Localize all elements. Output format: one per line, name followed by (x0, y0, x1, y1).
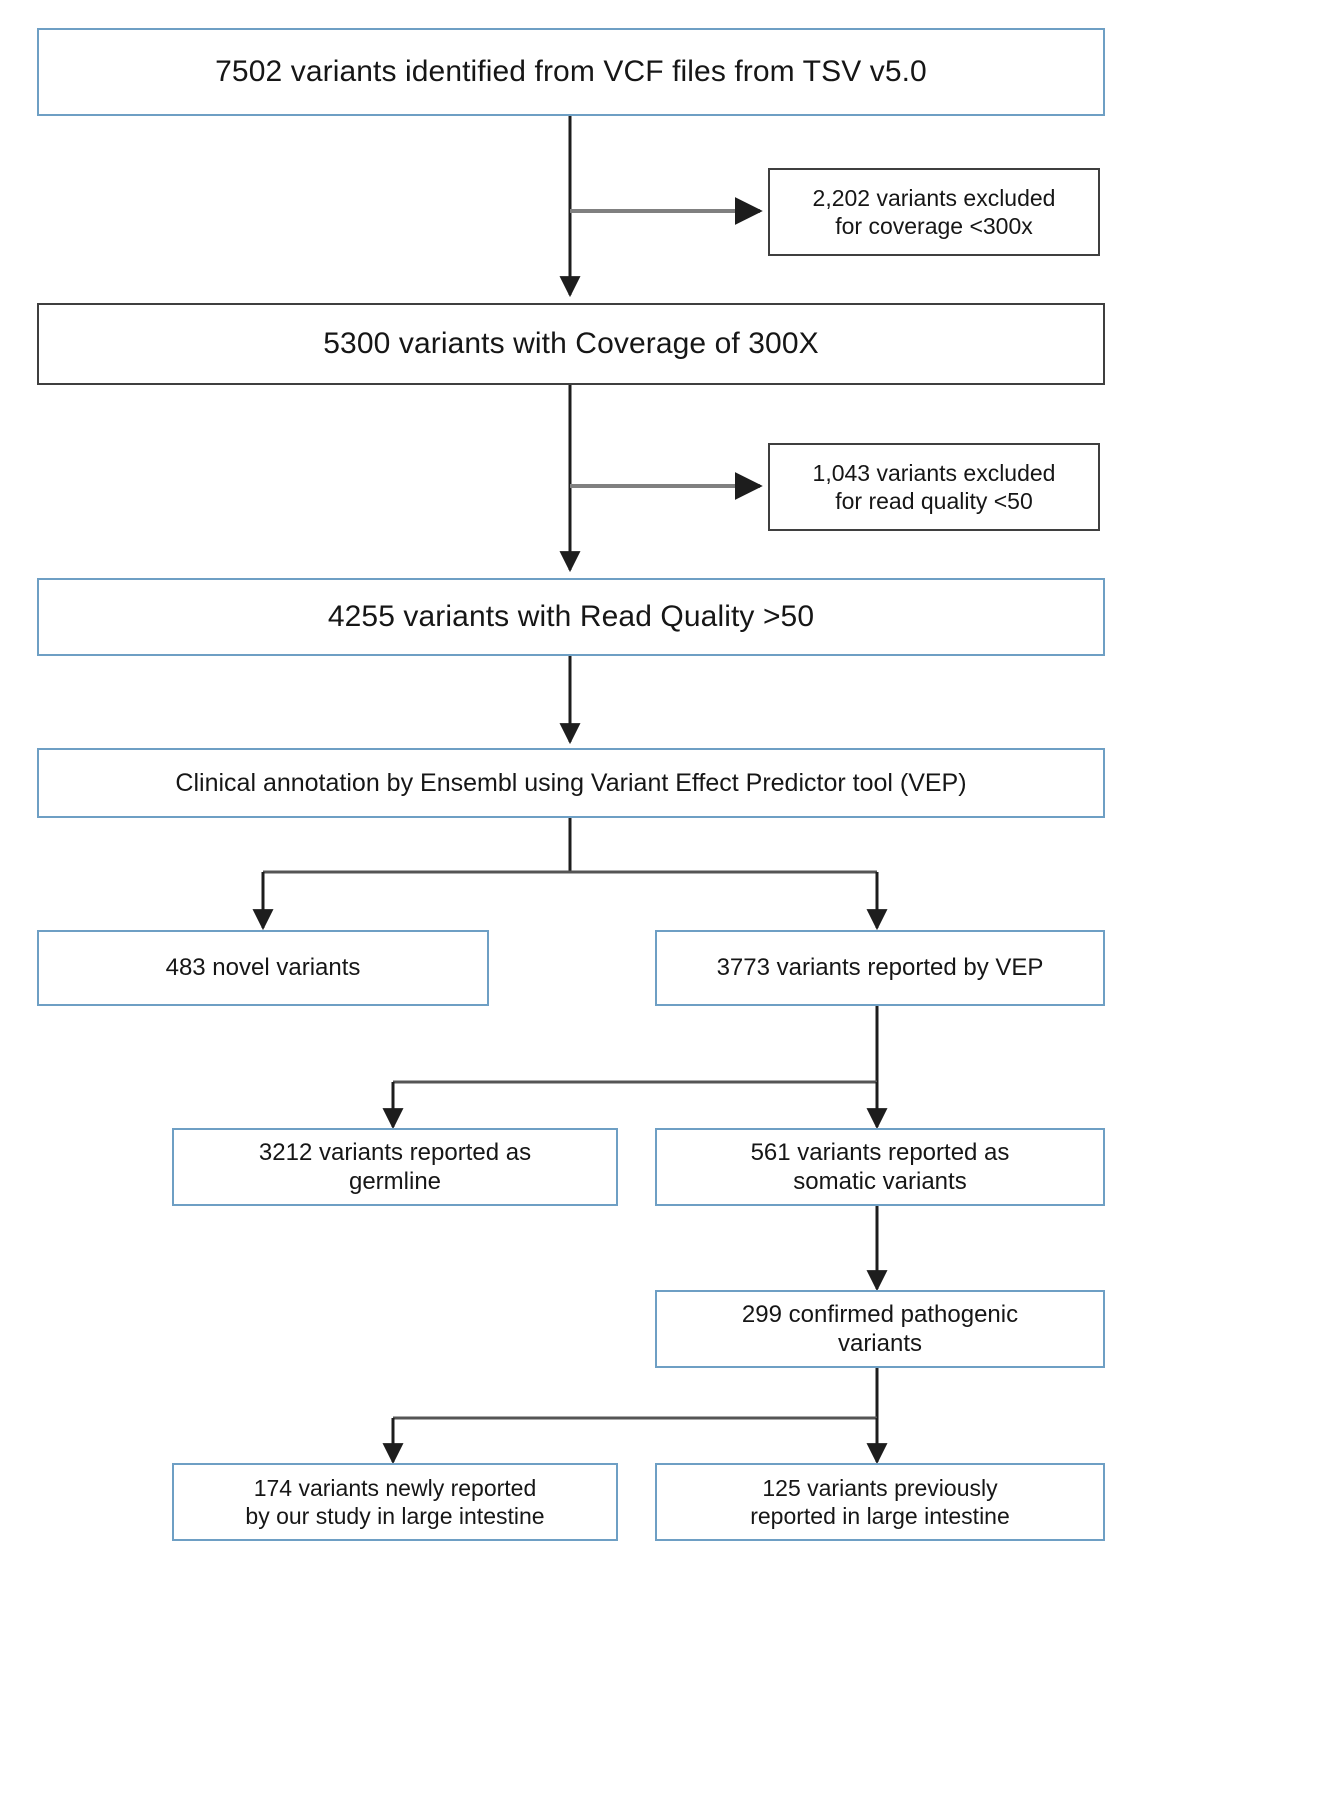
node-pathogenic-variants: 299 confirmed pathogenic variants (655, 1290, 1105, 1368)
node-excluded-read-quality-label: 1,043 variants excluded for read quality… (812, 459, 1056, 514)
node-germline-variants: 3212 variants reported as germline (172, 1128, 618, 1206)
node-previously-reported: 125 variants previously reported in larg… (655, 1463, 1105, 1541)
node-coverage-300x-label: 5300 variants with Coverage of 300X (323, 326, 819, 360)
node-variants-identified-label: 7502 variants identified from VCF files … (215, 54, 927, 88)
node-previously-reported-label: 125 variants previously reported in larg… (750, 1474, 1010, 1529)
node-newly-reported: 174 variants newly reported by our study… (172, 1463, 618, 1541)
node-excluded-read-quality: 1,043 variants excluded for read quality… (768, 443, 1100, 531)
node-excluded-coverage-label: 2,202 variants excluded for coverage <30… (812, 184, 1056, 239)
node-coverage-300x: 5300 variants with Coverage of 300X (37, 303, 1105, 385)
node-excluded-coverage: 2,202 variants excluded for coverage <30… (768, 168, 1100, 256)
node-newly-reported-label: 174 variants newly reported by our study… (245, 1474, 545, 1529)
node-read-quality-50: 4255 variants with Read Quality >50 (37, 578, 1105, 656)
node-somatic-variants: 561 variants reported as somatic variant… (655, 1128, 1105, 1206)
node-variants-identified: 7502 variants identified from VCF files … (37, 28, 1105, 116)
node-pathogenic-variants-label: 299 confirmed pathogenic variants (741, 1300, 1019, 1357)
node-somatic-variants-label: 561 variants reported as somatic variant… (750, 1138, 1010, 1195)
node-germline-variants-label: 3212 variants reported as germline (258, 1138, 532, 1195)
node-novel-variants-label: 483 novel variants (165, 954, 361, 982)
node-read-quality-50-label: 4255 variants with Read Quality >50 (327, 599, 815, 633)
node-reported-by-vep-label: 3773 variants reported by VEP (716, 954, 1044, 982)
node-clinical-annotation-vep: Clinical annotation by Ensembl using Var… (37, 748, 1105, 818)
node-reported-by-vep: 3773 variants reported by VEP (655, 930, 1105, 1006)
node-clinical-annotation-vep-label: Clinical annotation by Ensembl using Var… (175, 768, 967, 797)
node-novel-variants: 483 novel variants (37, 930, 489, 1006)
